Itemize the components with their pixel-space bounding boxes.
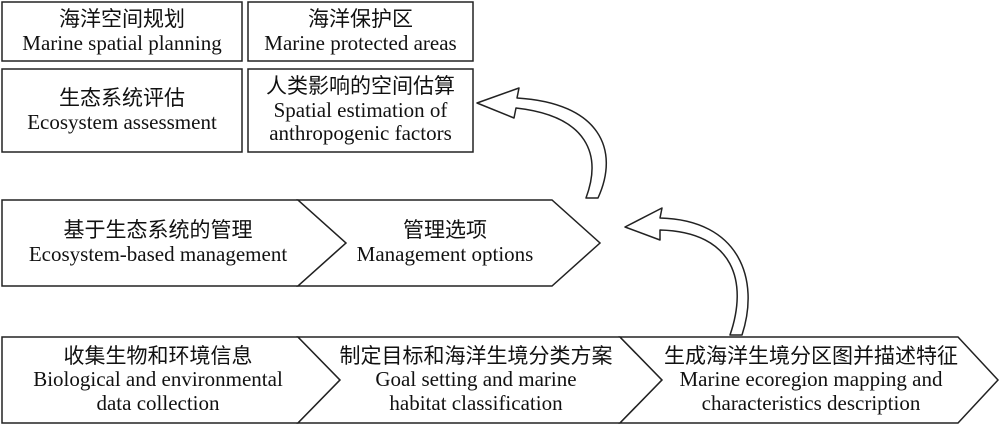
label-zh: 生成海洋生境分区图并描述特征 bbox=[664, 343, 958, 368]
label-en-line2: characteristics description bbox=[701, 390, 921, 415]
label-zh: 生态系统评估 bbox=[59, 85, 185, 110]
label-marine-protected-areas: 海洋保护区 Marine protected areas bbox=[248, 2, 473, 61]
box-marine-spatial-planning bbox=[1, 1, 243, 62]
label-zh: 海洋保护区 bbox=[308, 6, 413, 31]
label-spatial-estimation: 人类影响的空间估算 Spatial estimation of anthropo… bbox=[248, 69, 473, 152]
label-data-collection: 收集生物和环境信息 Biological and environmental d… bbox=[2, 337, 314, 423]
chevron-management-options bbox=[296, 199, 602, 287]
label-en: Ecosystem-based management bbox=[28, 242, 288, 266]
box-marine-protected-areas bbox=[247, 1, 474, 62]
label-en-line2: anthropogenic factors bbox=[269, 121, 452, 146]
label-en: Marine spatial planning bbox=[22, 30, 222, 55]
label-goal-setting: 制定目标和海洋生境分类方案 Goal setting and marine ha… bbox=[322, 337, 630, 423]
label-ecosystem-assessment: 生态系统评估 Ecosystem assessment bbox=[2, 69, 242, 152]
label-zh: 人类影响的空间估算 bbox=[266, 74, 455, 99]
label-ecosystem-based-management: 基于生态系统的管理 Ecosystem-based management bbox=[2, 200, 314, 286]
label-en-line2: data collection bbox=[96, 390, 220, 415]
box-ecosystem-assessment bbox=[1, 68, 243, 153]
label-en: Marine protected areas bbox=[264, 30, 457, 55]
label-marine-spatial-planning: 海洋空间规划 Marine spatial planning bbox=[2, 2, 242, 61]
label-en-line1: Spatial estimation of bbox=[273, 97, 448, 122]
label-zh: 管理选项 bbox=[403, 218, 487, 243]
label-zh: 基于生态系统的管理 bbox=[63, 218, 253, 243]
label-en-line1: Marine ecoregion mapping and bbox=[679, 367, 943, 392]
label-zh: 制定目标和海洋生境分类方案 bbox=[339, 343, 613, 368]
label-en-line2: habitat classification bbox=[389, 390, 563, 415]
label-en-line1: Biological and environmental bbox=[33, 367, 283, 392]
label-management-options: 管理选项 Management options bbox=[330, 200, 560, 286]
label-en: Management options bbox=[356, 242, 534, 266]
label-zh: 海洋空间规划 bbox=[59, 6, 185, 31]
curved-arrow-upper bbox=[476, 87, 607, 199]
label-ecoregion-mapping: 生成海洋生境分区图并描述特征 Marine ecoregion mapping … bbox=[650, 337, 972, 423]
chevron-ecoregion-mapping bbox=[618, 336, 1000, 424]
label-zh: 收集生物和环境信息 bbox=[63, 343, 253, 368]
curved-arrow-lower bbox=[624, 207, 749, 336]
box-spatial-estimation bbox=[247, 68, 474, 153]
label-en-line1: Goal setting and marine bbox=[375, 367, 577, 392]
label-en: Ecosystem assessment bbox=[27, 109, 217, 134]
